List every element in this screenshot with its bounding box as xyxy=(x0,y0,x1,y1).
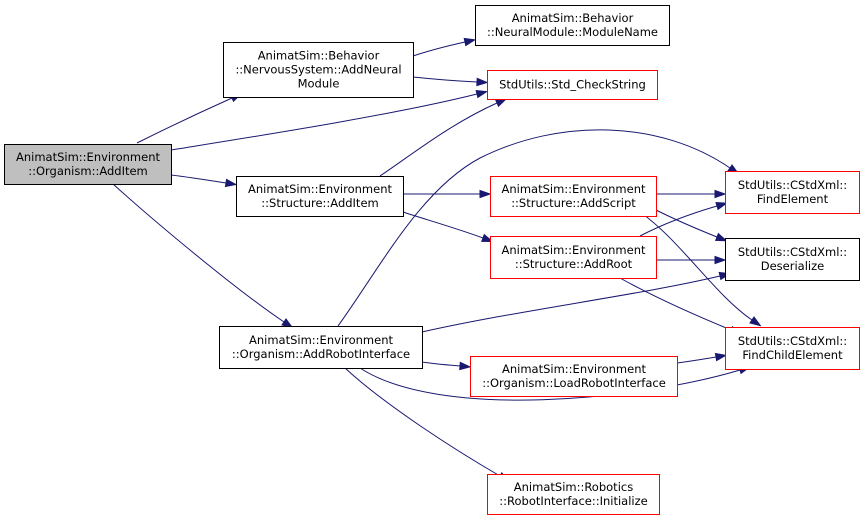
edge-structure_addroot-to-xml_findelement xyxy=(639,205,718,237)
node-label-line: AnimatSim::Environment xyxy=(16,150,160,164)
arrowhead-ns_addneural-to-nm_modulename xyxy=(463,37,477,47)
edge-structure_addscript-to-xml_findchildelement xyxy=(639,211,753,321)
node-organism-addrobot[interactable]: AnimatSim::Environment::Organism::AddRob… xyxy=(219,326,423,369)
node-label-line: StdUtils::CStdXml:: xyxy=(738,178,847,192)
nodes-layer: AnimatSim::Environment::Organism::AddIte… xyxy=(4,5,860,515)
node-label-line: Module xyxy=(298,77,340,91)
node-xml-deserialize[interactable]: StdUtils::CStdXml::Deserialize xyxy=(725,238,860,281)
node-box xyxy=(725,327,860,370)
node-std-checkstring[interactable]: StdUtils::Std_CheckString xyxy=(487,70,658,100)
node-label-line: AnimatSim::Behavior xyxy=(258,49,380,63)
edge-structure_addroot-to-xml_findchildelement xyxy=(619,277,732,331)
edge-structure_addscript-to-xml_deserialize xyxy=(655,209,718,238)
node-label-line: Deserialize xyxy=(761,259,824,273)
arrowhead-organism_additem-to-structure_additem xyxy=(224,178,238,188)
node-label-line: ::Structure::AddItem xyxy=(261,196,378,210)
arrowhead-structure_additem-to-structure_addscript xyxy=(479,189,492,199)
node-label-line: ::Structure::AddScript xyxy=(511,196,636,210)
edge-organism_addrobot-to-xml_deserialize xyxy=(421,275,721,333)
node-box xyxy=(475,5,670,46)
edge-organism_addrobot-to-xml_findelement xyxy=(337,129,731,327)
edges-layer xyxy=(112,37,762,482)
edge-organism_loadrobot-to-xml_findchildelement xyxy=(676,356,717,364)
node-label-line: StdUtils::Std_CheckString xyxy=(499,78,646,92)
node-label-line: AnimatSim::Environment xyxy=(502,362,646,376)
node-box xyxy=(725,238,860,281)
node-box xyxy=(490,176,657,217)
node-box xyxy=(4,144,172,185)
edge-structure_additem-to-structure_addroot xyxy=(402,211,484,239)
edge-organism_additem-to-std_checkstring xyxy=(170,93,478,151)
node-organism-additem[interactable]: AnimatSim::Environment::Organism::AddIte… xyxy=(4,144,172,185)
edge-organism_addrobot-to-organism_loadrobot xyxy=(421,361,461,367)
arrowhead-structure_addroot-to-xml_deserialize xyxy=(714,255,727,265)
node-structure-additem[interactable]: AnimatSim::Environment::Structure::AddIt… xyxy=(236,176,404,217)
node-label-line: AnimatSim::Environment xyxy=(249,333,393,347)
edge-organism_addrobot-to-xml_findchildelement xyxy=(359,367,741,401)
arrowhead-structure_additem-to-std_checkstring xyxy=(494,98,508,108)
arrowhead-organism_addrobot-to-organism_loadrobot xyxy=(459,361,472,371)
node-label-line: ::Structure::AddRoot xyxy=(515,257,633,271)
node-label-line: ::RobotInterface::Initialize xyxy=(499,494,647,508)
node-box xyxy=(487,474,660,515)
node-label-line: ::Organism::LoadRobotInterface xyxy=(482,376,666,390)
node-label-line: ::Organism::AddItem xyxy=(28,164,148,178)
edge-organism_additem-to-ns_addneural xyxy=(136,97,233,144)
node-label-line: AnimatSim::Environment xyxy=(502,182,646,196)
node-label-line: AnimatSim::Environment xyxy=(502,243,646,257)
node-label-line: AnimatSim::Environment xyxy=(248,182,392,196)
node-label-line: ::Organism::AddRobotInterface xyxy=(232,347,410,361)
node-label-line: FindChildElement xyxy=(742,348,843,362)
arrowhead-organism_loadrobot-to-xml_findchildelement xyxy=(714,352,728,362)
edge-organism_additem-to-organism_addrobot xyxy=(112,183,285,323)
node-nm-modulename[interactable]: AnimatSim::Behavior::NeuralModule::Modul… xyxy=(475,5,670,46)
arrowhead-ns_addneural-to-std_checkstring xyxy=(476,77,489,87)
node-robot-initialize[interactable]: AnimatSim::Robotics::RobotInterface::Ini… xyxy=(487,474,660,515)
edge-ns_addneural-to-nm_modulename xyxy=(412,41,466,57)
node-box xyxy=(470,356,678,397)
node-ns-addneural[interactable]: AnimatSim::Behavior::NervousSystem::AddN… xyxy=(223,42,414,98)
node-label-line: ::NervousSystem::AddNeural xyxy=(235,63,401,77)
node-label-line: FindElement xyxy=(757,192,829,206)
node-organism-loadrobot[interactable]: AnimatSim::Environment::Organism::LoadRo… xyxy=(470,356,678,397)
edge-organism_additem-to-structure_additem xyxy=(170,174,227,184)
arrowhead-structure_addscript-to-xml_findchildelement xyxy=(749,316,762,327)
arrowhead-structure_additem-to-structure_addroot xyxy=(481,233,494,242)
node-box xyxy=(725,171,860,214)
arrowhead-structure_addscript-to-xml_findelement xyxy=(714,189,727,199)
node-label-line: StdUtils::CStdXml:: xyxy=(738,334,847,348)
edge-organism_addrobot-to-robot_initialize xyxy=(344,367,501,477)
node-xml-findelement[interactable]: StdUtils::CStdXml::FindElement xyxy=(725,171,860,214)
node-label-line: ::NeuralModule::ModuleName xyxy=(487,25,658,39)
node-box xyxy=(490,236,657,279)
node-label-line: AnimatSim::Behavior xyxy=(512,11,634,25)
edge-structure_additem-to-std_checkstring xyxy=(379,102,498,177)
node-box xyxy=(236,176,404,217)
node-structure-addscript[interactable]: AnimatSim::Environment::Structure::AddSc… xyxy=(490,176,657,217)
node-xml-findchildelement[interactable]: StdUtils::CStdXml::FindChildElement xyxy=(725,327,860,370)
arrowhead-structure_addscript-to-xml_deserialize xyxy=(714,232,728,242)
node-box xyxy=(487,70,658,100)
node-label-line: StdUtils::CStdXml:: xyxy=(738,245,847,259)
node-box xyxy=(223,42,414,98)
edge-ns_addneural-to-std_checkstring xyxy=(412,76,478,83)
node-structure-addroot[interactable]: AnimatSim::Environment::Structure::AddRo… xyxy=(490,236,657,279)
arrowhead-organism_additem-to-std_checkstring xyxy=(475,89,489,99)
arrowhead-structure_addroot-to-xml_findelement xyxy=(715,202,729,211)
node-box xyxy=(219,326,423,369)
node-label-line: AnimatSim::Robotics xyxy=(514,480,633,494)
